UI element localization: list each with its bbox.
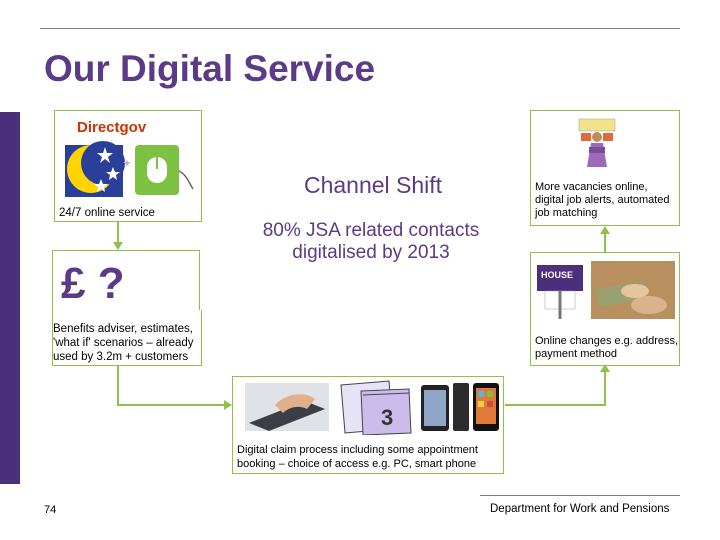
vacancies-box: More vacancies online, digital job alert…: [530, 110, 680, 226]
svg-text:3: 3: [381, 405, 393, 430]
top-rule: [40, 28, 680, 29]
online-service-text: 24/7 online service: [59, 207, 155, 219]
pound-question-symbols: £ ?: [61, 259, 125, 308]
laptop-typing-icon: [245, 383, 329, 431]
channel-shift-subtext: 80% JSA related contacts digitalised by …: [262, 220, 480, 263]
benefits-text: Benefits adviser, estimates, 'what if' s…: [53, 323, 194, 363]
house-for-sale-icon: HOUSE: [537, 265, 583, 319]
page-number: 74: [44, 504, 57, 516]
online-changes-text: Online changes e.g. address, payment met…: [535, 335, 679, 360]
svg-text:HOUSE: HOUSE: [541, 270, 573, 280]
directgov-box: Directgov 24/7 online service: [54, 110, 202, 222]
page-title: Our Digital Service: [44, 48, 376, 89]
digital-claim-box: 3 Digital claim process including some a…: [232, 376, 504, 474]
directgov-label: Directgov: [77, 119, 147, 136]
channel-shift-heading: Channel Shift: [303, 172, 443, 198]
symbols-box: £ ?: [52, 250, 200, 310]
mouse-icon: [135, 145, 194, 195]
calendar-icon: 3: [340, 380, 412, 435]
vacancies-text: More vacancies online, digital job alert…: [535, 181, 670, 219]
moon-stars-icon: [65, 141, 131, 197]
benefits-box: Benefits adviser, estimates, 'what if' s…: [52, 310, 202, 366]
money-icon: [591, 261, 675, 319]
sidebar-bar: [0, 112, 20, 484]
digital-claim-text: Digital claim process including some app…: [237, 444, 478, 470]
online-changes-box: HOUSE Online changes e.g. address, payme…: [530, 252, 680, 366]
bottom-rule: [480, 495, 680, 496]
smartphone-icon: [421, 383, 499, 431]
person-icon: [578, 118, 616, 167]
footer-department: Department for Work and Pensions: [490, 503, 670, 515]
